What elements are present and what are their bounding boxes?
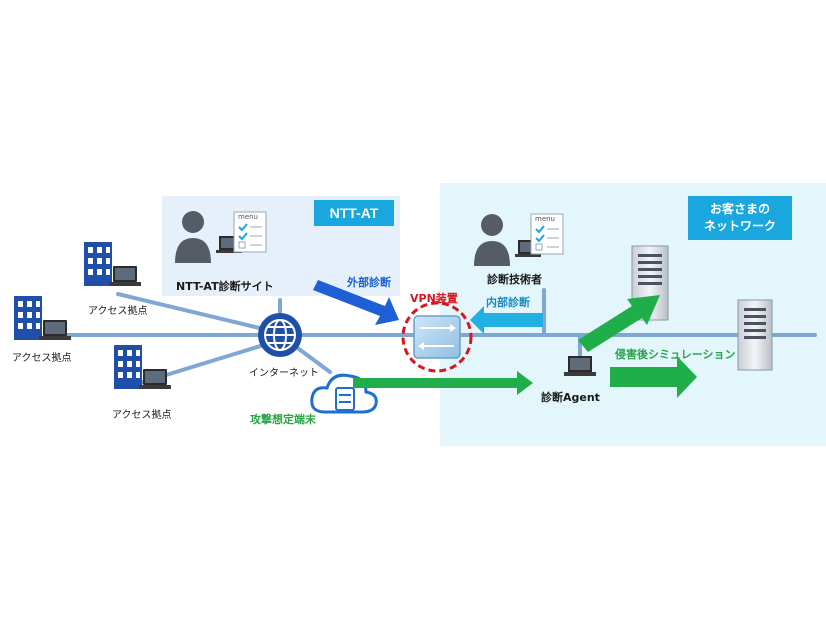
external-scan-arrow	[313, 280, 399, 325]
checklist-document-icon	[233, 211, 267, 253]
engineer-label: 診断技術者	[487, 273, 542, 286]
building-icon	[114, 345, 142, 389]
ntt-menu-text: menu	[238, 213, 258, 221]
customer-badge-line1: お客さまの	[709, 202, 770, 216]
external-scan-label: 外部診断	[347, 276, 391, 289]
customer-badge-line2: ネットワーク	[703, 219, 776, 233]
checklist-document-icon	[530, 213, 564, 255]
laptop-icon	[39, 320, 71, 340]
building-icon	[14, 296, 42, 340]
laptop-icon	[564, 356, 596, 376]
access-site-label-2: アクセス拠点	[12, 353, 72, 364]
person-icon	[474, 214, 510, 266]
person-icon	[175, 211, 211, 263]
post-intrusion-label: 侵害後シミュレーション	[615, 348, 736, 361]
attack-terminal-label: 攻撃想定端末	[250, 413, 316, 426]
ntt-badge: NTT-AT	[329, 205, 379, 221]
internal-scan-arrow	[470, 306, 543, 334]
attack-path-arrow	[353, 371, 533, 395]
lateral-movement-arrow	[578, 295, 660, 352]
globe-icon	[258, 313, 302, 357]
server-icon	[737, 299, 773, 371]
access-site-label-1: アクセス拠点	[88, 306, 148, 317]
simulation-arrow	[610, 356, 697, 398]
internal-scan-label: 内部診断	[486, 296, 530, 309]
laptop-icon	[139, 369, 171, 389]
network-lines	[43, 288, 817, 385]
ntt-badge-box	[314, 200, 394, 226]
laptop-icon	[109, 266, 141, 286]
agent-label: 診断Agent	[541, 391, 600, 404]
internet-label: インターネット	[249, 368, 319, 379]
customer-network-badge: お客さまの ネットワーク	[688, 201, 792, 235]
access-site-label-3: アクセス拠点	[112, 410, 172, 421]
customer-badge-box	[688, 196, 792, 240]
building-icon	[84, 242, 112, 286]
ntt-site-label: NTT-AT診断サイト	[176, 280, 274, 293]
engineer-menu-text: menu	[535, 215, 555, 223]
vpn-label: VPN装置	[410, 292, 458, 305]
vpn-device-icon	[401, 301, 473, 373]
